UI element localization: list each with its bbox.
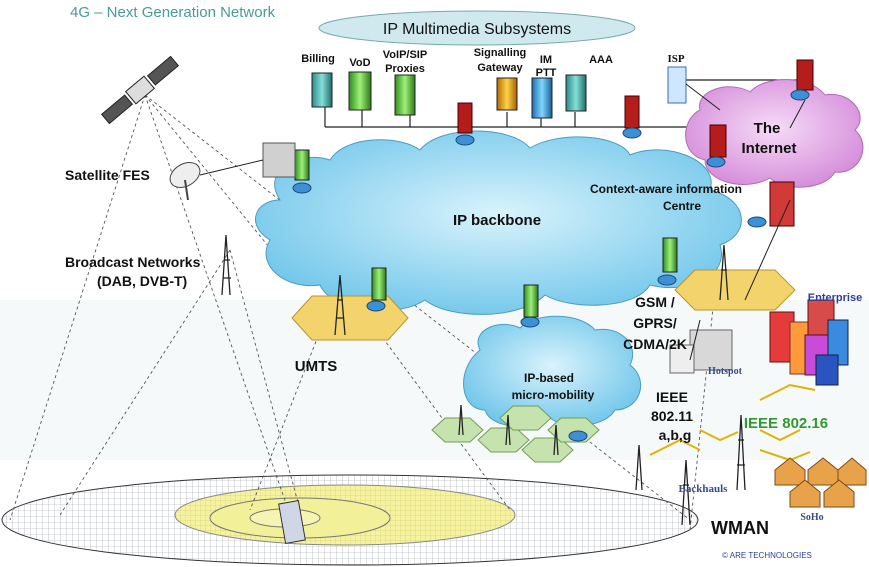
ip-backbone-label: IP backbone xyxy=(453,212,541,229)
ieee11-label-line2: 802.11 xyxy=(651,408,693,424)
im-label-line1: IM xyxy=(540,54,552,66)
firewall-icons xyxy=(457,59,814,227)
vod-label: VoD xyxy=(349,57,370,69)
micro-mobility-label-line2: micro-mobility xyxy=(512,388,595,402)
wman-label: WMAN xyxy=(711,518,769,538)
internet-label-line2: Internet xyxy=(741,140,796,157)
vod-server-icon xyxy=(348,71,372,111)
backbone-links xyxy=(685,83,806,361)
voip-label-line1: VoIP/SIP xyxy=(383,49,427,61)
ims-ellipse xyxy=(318,10,636,46)
gsm-label-line3: CDMA/2K xyxy=(623,336,687,352)
umts-label: UMTS xyxy=(295,358,338,375)
satellite-icon xyxy=(100,55,180,125)
tower-icons xyxy=(221,234,746,526)
router-icons xyxy=(292,89,810,442)
satellite-fes-label: Satellite FES xyxy=(65,167,150,183)
signalling-label-line1: Signalling xyxy=(474,47,527,59)
backhauls-label: Backhauls xyxy=(679,483,729,495)
isp-server-icon xyxy=(667,66,687,104)
copyright-label: © ARE TECHNOLOGIES xyxy=(722,551,812,560)
micro-cell-hexagons xyxy=(431,405,600,463)
context-label-line1: Context-aware information xyxy=(590,182,742,196)
im-server-icon xyxy=(531,77,553,119)
soho-label: SoHo xyxy=(800,512,823,523)
fes-equipment-icon xyxy=(262,142,296,178)
im-label-line2: PTT xyxy=(536,67,557,79)
ieee11-label-line3: a,b,g xyxy=(659,427,692,443)
ieee16-label: IEEE 802.16 xyxy=(744,415,828,432)
gsm-label-line2: GPRS/ xyxy=(633,315,677,331)
micro-mobility-label-line1: IP-based xyxy=(524,371,574,385)
access-gateway-icons xyxy=(294,149,678,318)
voip-label-line2: Proxies xyxy=(385,63,425,75)
enterprise-buildings-icon xyxy=(769,299,849,386)
billing-server-icon xyxy=(311,72,333,108)
signalling-server-icon xyxy=(496,77,518,111)
ims-label: IP Multimedia Subsystems xyxy=(383,21,571,38)
hotspot-label: Hotspot xyxy=(708,366,743,377)
signalling-label-line2: Gateway xyxy=(477,62,523,74)
isp-label: ISP xyxy=(667,53,684,65)
umts-cell-hexagon xyxy=(291,295,409,341)
aaa-label: AAA xyxy=(589,54,613,66)
broadcast-label-line1: Broadcast Networks xyxy=(65,254,201,270)
context-label-line2: Centre xyxy=(663,199,701,213)
aaa-server-icon xyxy=(565,74,587,112)
internet-cloud xyxy=(685,79,864,188)
enterprise-label: Enterprise xyxy=(808,292,862,304)
satellite-dashed-links xyxy=(9,94,721,531)
internet-label-line1: The xyxy=(754,120,781,137)
page-title: 4G – Next Generation Network xyxy=(70,4,276,21)
broadcast-label-line2: (DAB, DVB-T) xyxy=(97,273,187,289)
gsm-label-line1: GSM / xyxy=(635,294,675,310)
voip-server-icon xyxy=(394,74,416,116)
mobile-device-icon xyxy=(278,499,306,545)
satellite-dish-icon xyxy=(169,162,201,201)
background-texture xyxy=(0,300,869,460)
ieee11-label-line1: IEEE xyxy=(656,389,688,405)
gsm-cell-hexagon xyxy=(674,269,796,311)
soho-houses-icon xyxy=(774,457,867,508)
fes-link xyxy=(199,159,264,176)
billing-label: Billing xyxy=(301,53,335,65)
